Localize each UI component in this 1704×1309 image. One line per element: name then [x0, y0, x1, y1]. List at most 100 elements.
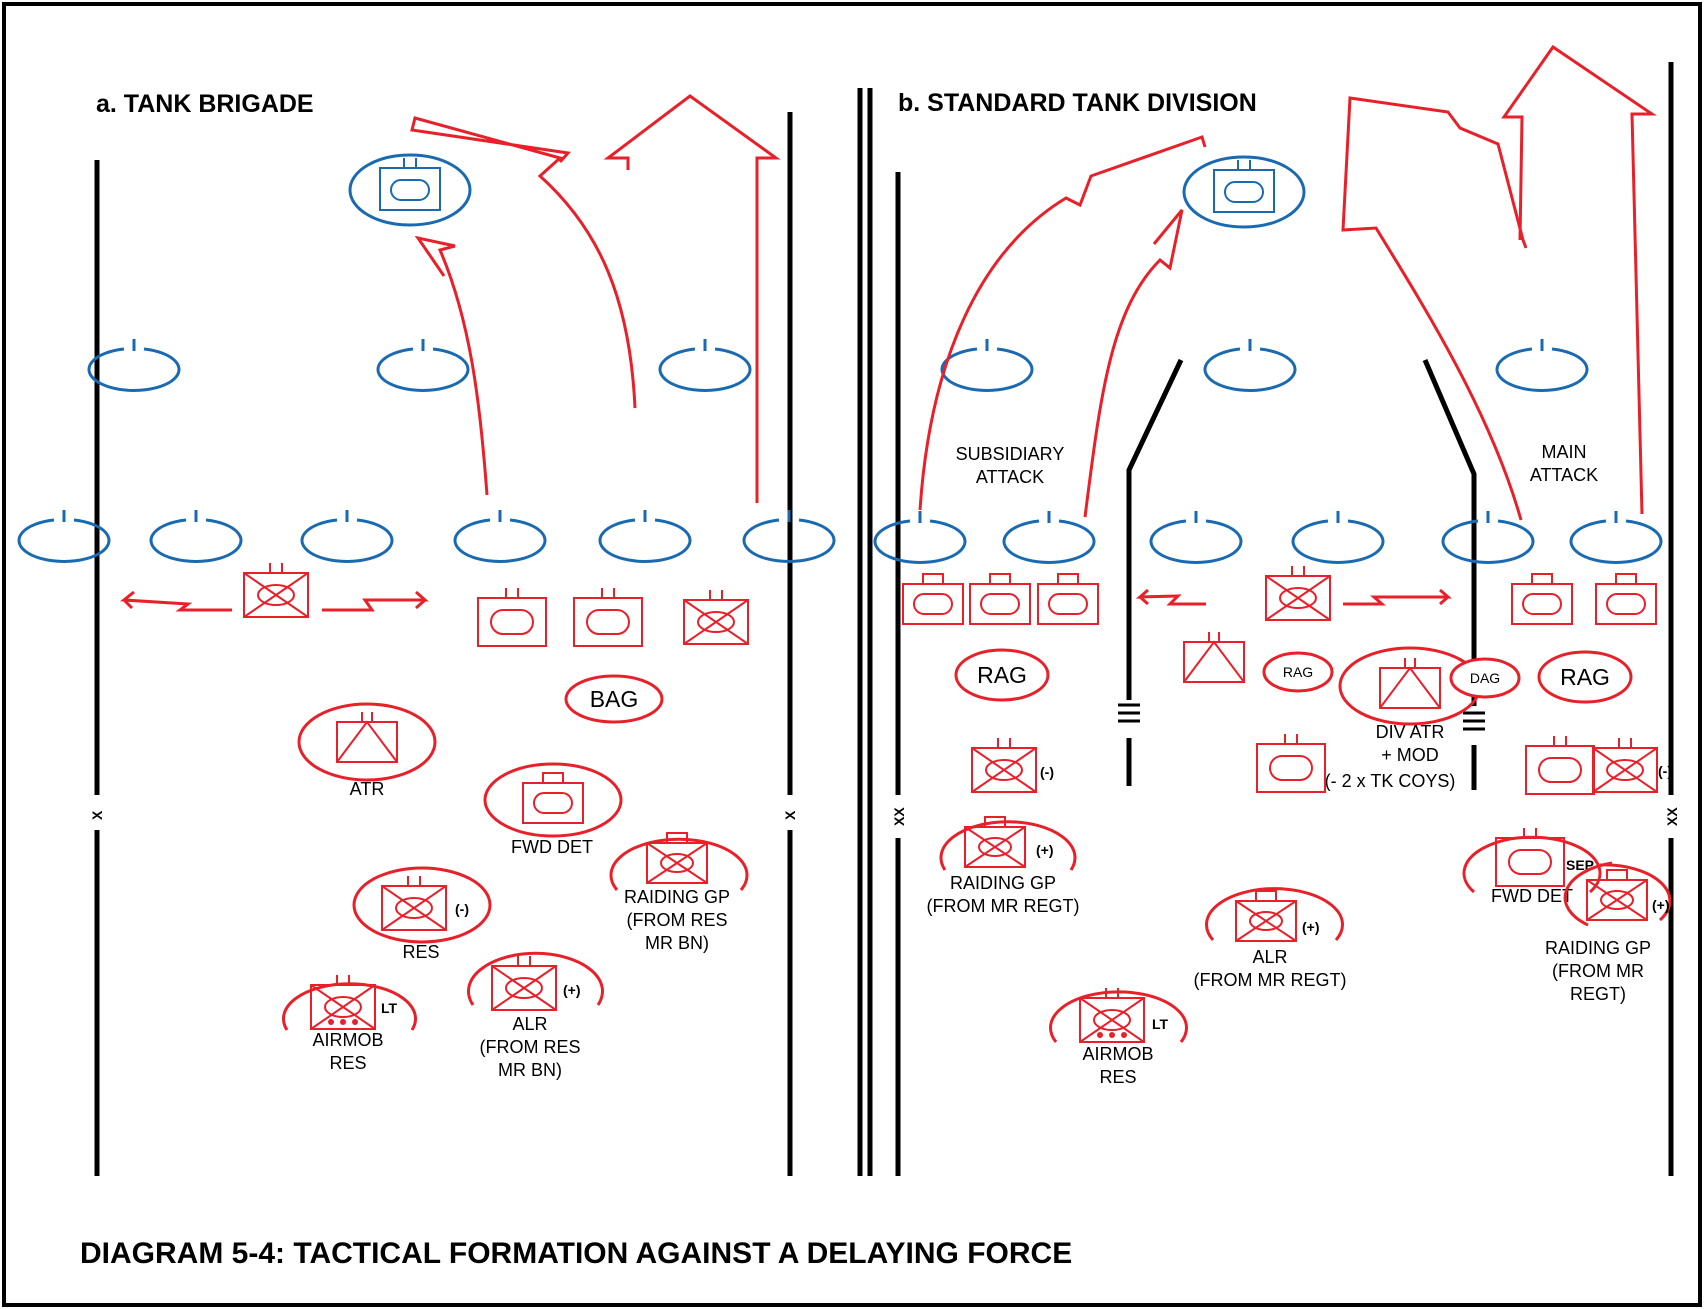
- enemy-position-icon: [598, 508, 692, 563]
- enemy-tank-icon: [348, 153, 472, 227]
- screen-arrow-icon: [322, 590, 429, 612]
- enemy-position-icon: [1569, 509, 1663, 564]
- fwd-det-label: FWD DET: [511, 837, 593, 857]
- div-atr-label: + MOD: [1381, 745, 1439, 765]
- alr-label: ALR: [512, 1014, 547, 1034]
- subsidiary-attack-label: SUBSIDIARY: [956, 444, 1065, 464]
- screen-arrow-icon: [120, 590, 232, 612]
- attack-arrow-icon: [1501, 44, 1657, 515]
- alr-modifier: (+): [1302, 919, 1320, 935]
- alr-modifier: (+): [563, 982, 581, 998]
- enemy-position-icon: [1495, 337, 1589, 392]
- enemy-position-icon: [1203, 337, 1297, 392]
- rag-group: [1537, 650, 1633, 704]
- enemy-position-icon: [453, 508, 547, 563]
- raiding-gp-label: RAIDING GP: [1545, 938, 1651, 958]
- enemy-position-icon: [873, 509, 967, 564]
- alr-group: [1205, 887, 1344, 941]
- rag-label: RAG: [1560, 664, 1610, 690]
- motor-rifle-unit-icon: [1586, 869, 1648, 921]
- res-group: [352, 866, 492, 944]
- res-modifier: (-): [455, 901, 469, 917]
- alr-label: (FROM MR REGT): [1194, 970, 1347, 990]
- panel-b-title: b. STANDARD TANK DIVISION: [898, 89, 1257, 117]
- div-atr-label: DIV ATR: [1376, 722, 1445, 742]
- enemy-position-icon: [1002, 509, 1096, 564]
- raiding-gp-label: REGT): [1570, 984, 1626, 1004]
- attack-arrow-icon: [918, 135, 1207, 511]
- raiding-gp-label: (FROM RES: [627, 910, 728, 930]
- mr-modifier: (-): [1658, 763, 1672, 779]
- motor-rifle-unit-icon: [491, 955, 557, 1011]
- tank-unit-icon: [1595, 573, 1657, 625]
- division-boundary-mark: XX: [1664, 807, 1680, 826]
- mr-modifier: (-): [1040, 764, 1054, 780]
- alr-label: MR BN): [498, 1060, 562, 1080]
- motor-rifle-unit-icon: [1265, 565, 1331, 621]
- main-attack-label: MAIN: [1542, 442, 1587, 462]
- alr-label: (FROM RES: [480, 1037, 581, 1057]
- main-attack-label: ATTACK: [1530, 465, 1598, 485]
- tank-unit-icon: [1037, 573, 1099, 625]
- enemy-position-icon: [376, 337, 470, 392]
- enemy-position-icon: [300, 508, 394, 563]
- airmob-res-label: AIRMOB: [312, 1030, 383, 1050]
- rag-group: [954, 648, 1050, 702]
- enemy-position-icon: [940, 337, 1034, 392]
- airmob-res-label: AIRMOB: [1082, 1044, 1153, 1064]
- atr-label: ATR: [350, 779, 385, 799]
- airmob-res-label: RES: [1099, 1067, 1136, 1087]
- raiding-gp-label: (FROM MR REGT): [927, 896, 1080, 916]
- motor-rifle-unit-icon: [243, 562, 309, 618]
- attack-arrow-icon: [414, 235, 489, 496]
- raiding-gp-group: [1563, 861, 1672, 927]
- enemy-position-icon: [87, 337, 181, 392]
- res-label: RES: [402, 942, 439, 962]
- motor-rifle-unit-icon: [1235, 890, 1297, 942]
- anti-tank-unit-icon: [336, 711, 398, 763]
- brigade-boundary-mark: X: [89, 810, 105, 820]
- regiment-boundary-line: [1126, 358, 1184, 700]
- motor-rifle-unit-icon: [683, 589, 749, 645]
- airmob-modifier: LT: [1152, 1016, 1169, 1032]
- motor-rifle-unit-icon: [381, 875, 447, 931]
- subsidiary-attack-label: ATTACK: [976, 467, 1044, 487]
- enemy-tank-icon: [1182, 155, 1306, 229]
- div-atr-label: (- 2 x TK COYS): [1325, 771, 1456, 791]
- bag-group: [564, 674, 664, 724]
- enemy-position-icon: [1149, 509, 1243, 564]
- motor-rifle-unit-icon: [964, 816, 1026, 868]
- division-boundary-mark: XX: [891, 807, 907, 826]
- panel-b: XX XX: [873, 44, 1680, 1176]
- regiment-boundary-line: [1422, 359, 1477, 706]
- motor-rifle-unit-icon: [1592, 737, 1658, 793]
- panel-a-title: a. TANK BRIGADE: [96, 90, 314, 118]
- brigade-boundary-mark: X: [782, 810, 798, 820]
- atr-group: [297, 702, 437, 782]
- alr-label: ALR: [1252, 947, 1287, 967]
- raiding-gp-label: RAIDING GP: [624, 887, 730, 907]
- tank-unit-icon: [477, 587, 547, 647]
- dag-group: [1449, 657, 1521, 699]
- attack-arrow-icon: [1083, 209, 1184, 518]
- screen-arrow-icon: [1343, 588, 1452, 606]
- diagram-caption: DIAGRAM 5-4: TACTICAL FORMATION AGAINST …: [80, 1237, 1072, 1270]
- tank-unit-icon: [573, 587, 643, 647]
- raiding-gp-label: (FROM MR: [1552, 961, 1644, 981]
- dag-label: DAG: [1470, 670, 1500, 686]
- tank-unit-icon: [522, 772, 584, 824]
- tank-unit-icon: [1256, 733, 1326, 793]
- raiding-gp-modifier: (+): [1036, 842, 1054, 858]
- raiding-gp-modifier: (+): [1652, 897, 1670, 913]
- airmob-modifier: LT: [381, 1000, 398, 1016]
- tank-unit-icon: [1525, 735, 1595, 795]
- attack-arrow-icon: [1341, 96, 1528, 521]
- enemy-position-icon: [1291, 509, 1385, 564]
- attack-arrow-icon: [410, 116, 637, 409]
- rag-label: RAG: [1283, 664, 1313, 680]
- screen-arrow-icon: [1135, 588, 1206, 606]
- enemy-position-icon: [658, 337, 752, 392]
- raiding-gp-label: RAIDING GP: [950, 873, 1056, 893]
